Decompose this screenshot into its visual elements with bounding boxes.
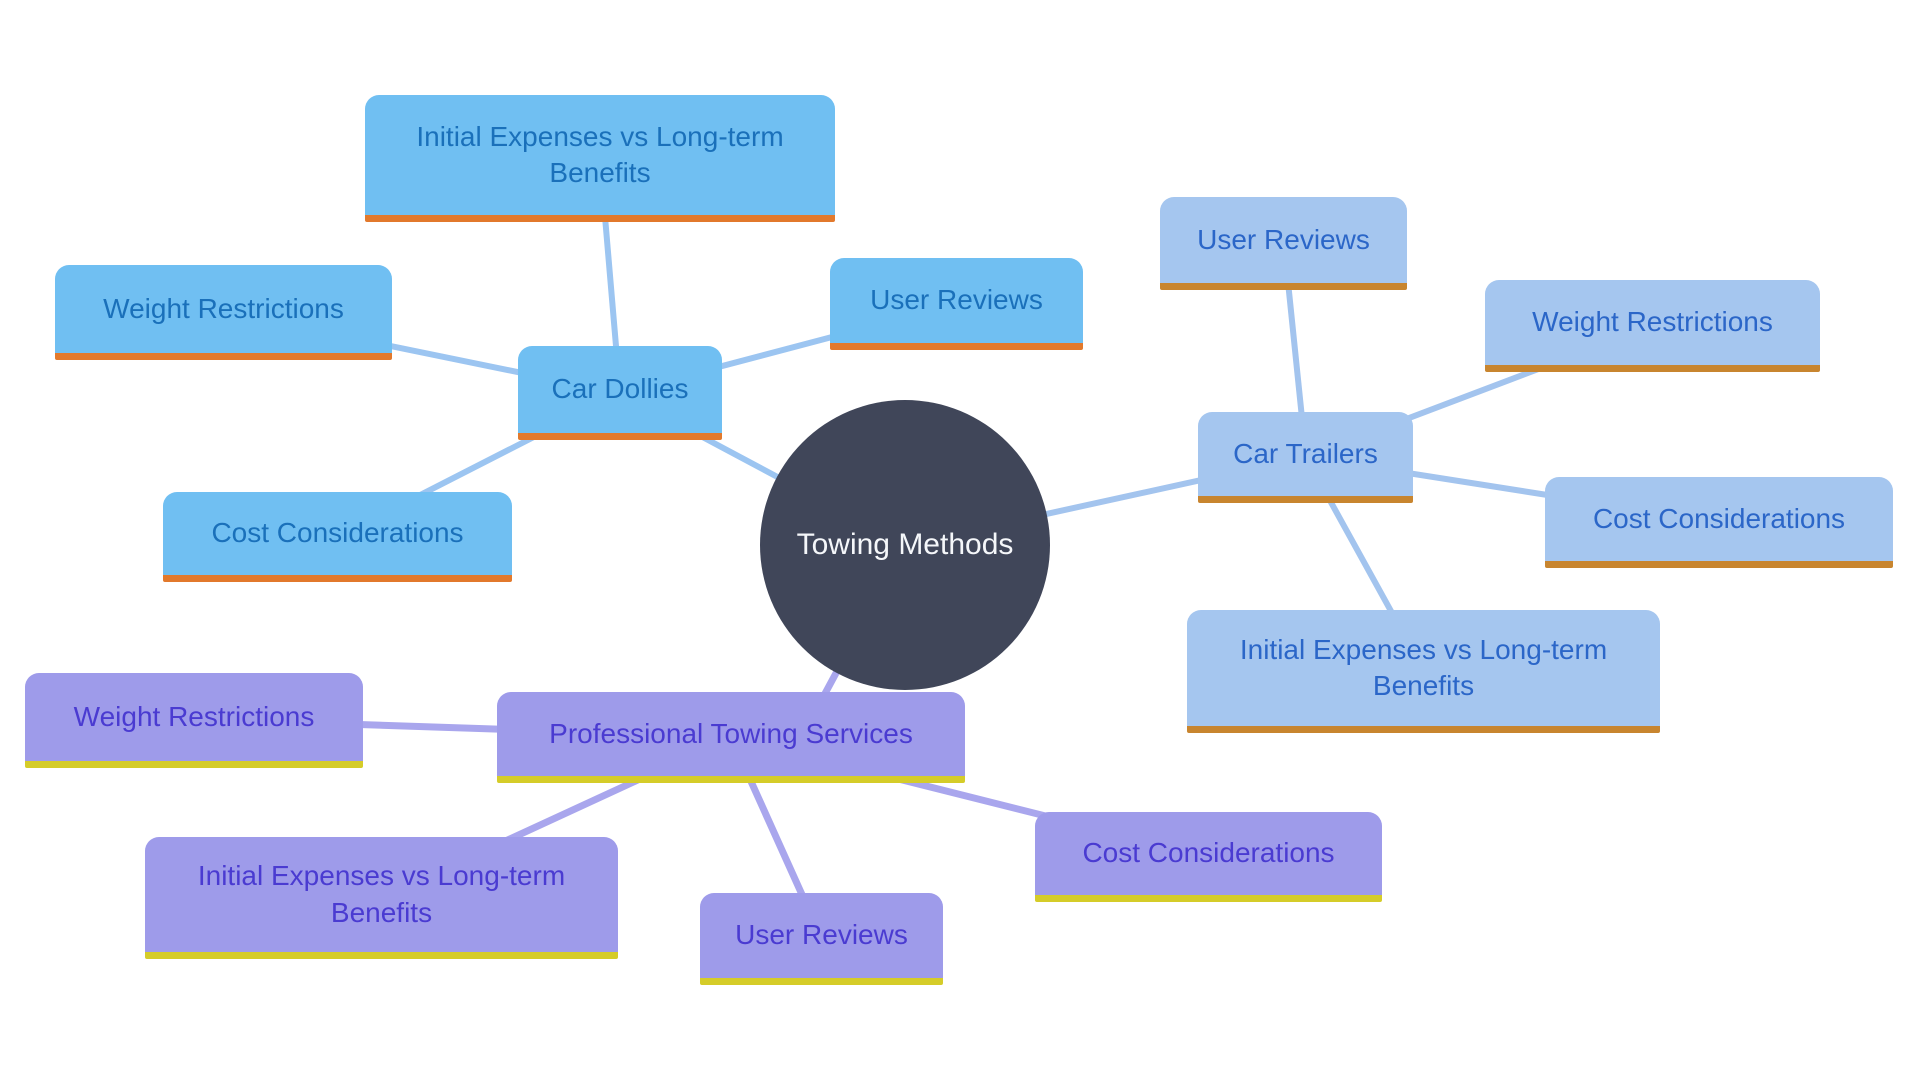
node-label: User Reviews <box>735 919 908 951</box>
node-label: Car Trailers <box>1233 437 1378 469</box>
node-label: User Reviews <box>1197 223 1370 255</box>
node-label: Initial Expenses vs Long-term Benefits <box>416 120 784 188</box>
node-label: User Reviews <box>870 284 1043 316</box>
node-car-trailers-cost-considerations: Cost Considerations <box>1545 477 1893 568</box>
node-car-dollies-weight-restrictions: Weight Restrictions <box>55 265 392 360</box>
node-car-dollies: Car Dollies <box>518 346 722 440</box>
node-label: Initial Expenses vs Long-term Benefits <box>197 860 566 928</box>
node-label: Weight Restrictions <box>103 292 344 324</box>
node-professional-initial-expenses: Initial Expenses vs Long-term Benefits <box>145 837 618 959</box>
node-professional-cost-considerations: Cost Considerations <box>1035 812 1382 902</box>
node-car-trailers-user-reviews: User Reviews <box>1160 197 1407 290</box>
node-car-dollies-initial-expenses: Initial Expenses vs Long-term Benefits <box>365 95 835 222</box>
node-label: Cost Considerations <box>211 517 464 549</box>
node-professional-weight-restrictions: Weight Restrictions <box>25 673 363 768</box>
node-car-dollies-cost-considerations: Cost Considerations <box>163 492 512 582</box>
node-label: Weight Restrictions <box>1532 306 1773 338</box>
node-root-towing-methods: Towing Methods <box>760 400 1050 690</box>
node-car-trailers-weight-restrictions: Weight Restrictions <box>1485 280 1820 372</box>
node-professional-user-reviews: User Reviews <box>700 893 943 985</box>
root-label: Towing Methods <box>796 528 1014 561</box>
node-label: Car Dollies <box>551 373 689 405</box>
node-label: Cost Considerations <box>1082 837 1335 869</box>
node-professional-towing-services: Professional Towing Services <box>497 692 965 783</box>
node-car-trailers-initial-expenses: Initial Expenses vs Long-term Benefits <box>1187 610 1660 733</box>
node-car-trailers: Car Trailers <box>1198 412 1413 503</box>
node-label: Cost Considerations <box>1592 502 1846 534</box>
node-car-dollies-user-reviews: User Reviews <box>830 258 1083 350</box>
node-label: Weight Restrictions <box>73 700 315 732</box>
node-label: Initial Expenses vs Long-term Benefits <box>1239 633 1608 701</box>
node-label: Professional Towing Services <box>549 717 913 749</box>
